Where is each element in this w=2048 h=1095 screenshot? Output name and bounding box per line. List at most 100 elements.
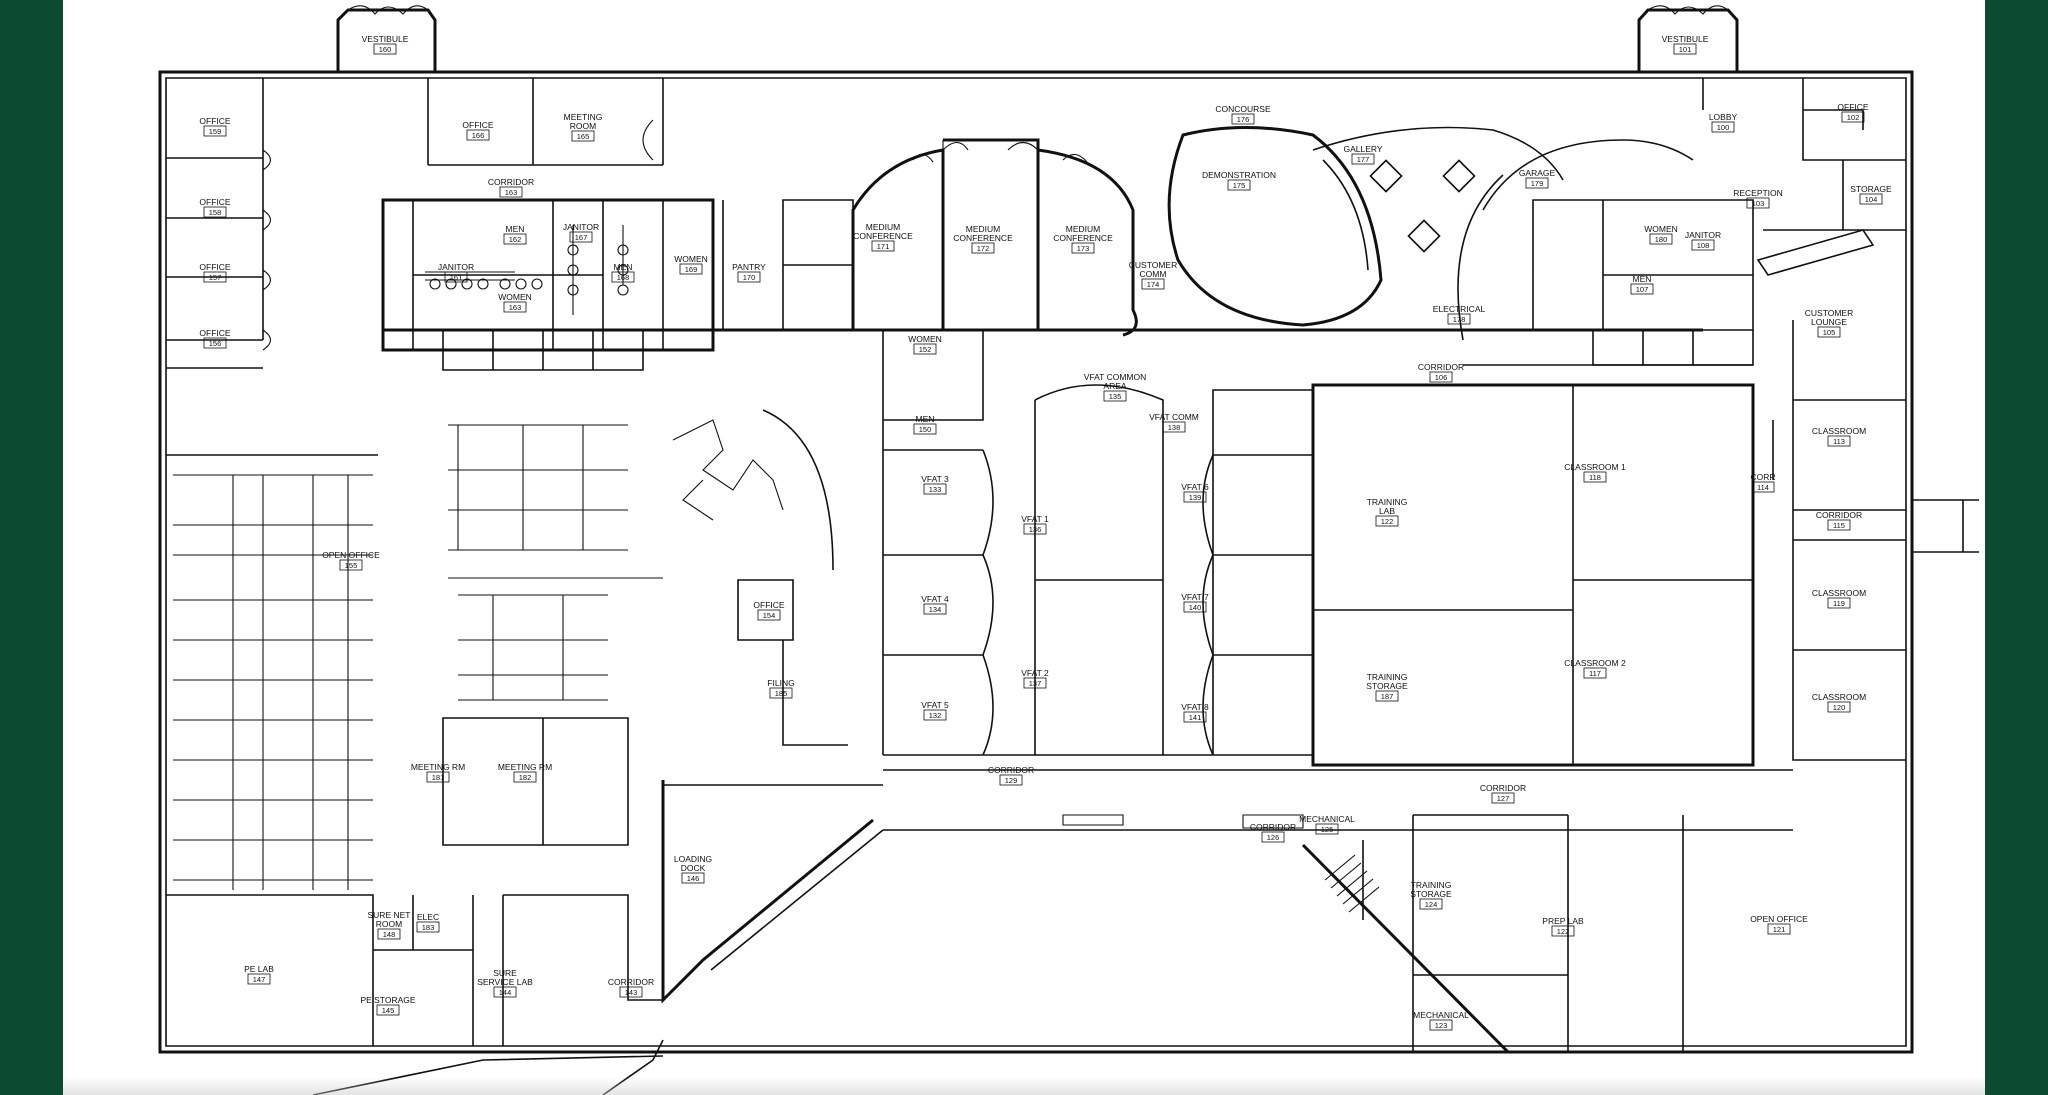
room-number: 141 [1189, 713, 1202, 722]
room-label: MEETING RM [411, 762, 465, 772]
vfat-restrooms [883, 329, 984, 421]
room-label: MEETING RM [498, 762, 552, 772]
room-label: SURE [493, 968, 517, 978]
room-label: CONFERENCE [953, 233, 1013, 243]
room-number: 163 [509, 303, 522, 312]
room-number: 126 [1267, 833, 1280, 842]
room-number: 147 [253, 975, 266, 984]
corr-114 [1752, 420, 1774, 480]
room-label: VFAT COMM [1149, 412, 1199, 422]
room-number: 120 [1833, 703, 1846, 712]
room-label: ELEC [417, 912, 439, 922]
room-number: 107 [1636, 285, 1649, 294]
room-number: 124 [1425, 900, 1438, 909]
room-label: JANITOR [563, 222, 599, 232]
room-number: 133 [929, 485, 942, 494]
floor-plan-drawing: VESTIBULE160VESTIBULE101OFFICE159OFFICE1… [158, 5, 1979, 1095]
room-number: 117 [1589, 669, 1601, 678]
room-number: 137 [1029, 679, 1042, 688]
room-number-box [499, 186, 523, 198]
lobby-block [1532, 78, 1906, 761]
room-label: MECHANICAL [1413, 1010, 1469, 1020]
room-number-box [203, 206, 227, 218]
room-number: 135 [1109, 392, 1122, 401]
workstation-cluster-center [448, 424, 663, 701]
room-label: JANITOR [1685, 230, 1721, 240]
collaboration-furniture [672, 419, 784, 521]
vestibule-right-wall [1637, 8, 1739, 72]
room-number: 132 [929, 711, 942, 720]
top-left-offices [166, 78, 664, 369]
room-label: OFFICE [1837, 102, 1868, 112]
room-number-box [971, 242, 995, 254]
room-number-box [913, 343, 937, 355]
room-label: FILING [767, 678, 794, 688]
room-number-box [1419, 898, 1443, 910]
room-label: OFFICE [199, 197, 230, 207]
room-number: 185 [775, 689, 788, 698]
vfat-left-curved-walls [982, 449, 994, 756]
room-label: CUSTOMER [1129, 260, 1178, 270]
room-number: 166 [472, 131, 485, 140]
room-number-box [1183, 491, 1207, 503]
room-label: CORRIDOR [1480, 783, 1526, 793]
room-number-box [1827, 597, 1851, 609]
vestibule-left-doors [347, 5, 429, 15]
loading-dock [661, 780, 884, 1004]
room-number-box [1183, 601, 1207, 613]
room-number-box [1583, 667, 1607, 679]
room-number: 158 [209, 208, 222, 217]
room-label: VFAT 3 [921, 474, 949, 484]
room-label: AREA [1103, 381, 1126, 391]
open-office-workstations [166, 409, 834, 890]
room-label: CORRIDOR [988, 765, 1034, 775]
electrical-178-arc [1457, 174, 1504, 341]
loading-dock-wall [661, 780, 874, 1004]
room-number-box [1767, 923, 1791, 935]
room-number: 103 [1752, 199, 1765, 208]
room-number-box [1827, 519, 1851, 531]
room-label: VFAT COMMON [1084, 372, 1147, 382]
room-label: LOUNGE [1811, 317, 1847, 327]
room-label: CUSTOMER [1805, 308, 1854, 318]
room-number-box [1841, 111, 1865, 123]
room-number: 175 [1233, 181, 1246, 190]
room-label: CLASSROOM [1812, 426, 1866, 436]
room-number-box [1447, 313, 1471, 325]
room-number-box [1859, 193, 1883, 205]
room-number-box [737, 271, 761, 283]
vfat-right-curved-walls [1202, 454, 1214, 756]
garage-179-arc [1482, 139, 1694, 211]
room-label: MEETING [564, 112, 603, 122]
room-number-box [679, 263, 703, 275]
training-block-walls [1313, 385, 1754, 765]
room-label: VESTIBULE [362, 34, 409, 44]
room-number: 113 [1833, 437, 1845, 446]
room-number: 182 [519, 773, 532, 782]
room-number: 180 [1655, 235, 1668, 244]
office-partitions-left [166, 78, 264, 369]
room-label: VFAT 2 [1021, 668, 1049, 678]
room-label: CLASSROOM [1812, 588, 1866, 598]
meeting-rooms-181-182 [442, 717, 629, 846]
right-wing-walls [1362, 814, 1684, 1052]
room-number-box [203, 271, 227, 283]
